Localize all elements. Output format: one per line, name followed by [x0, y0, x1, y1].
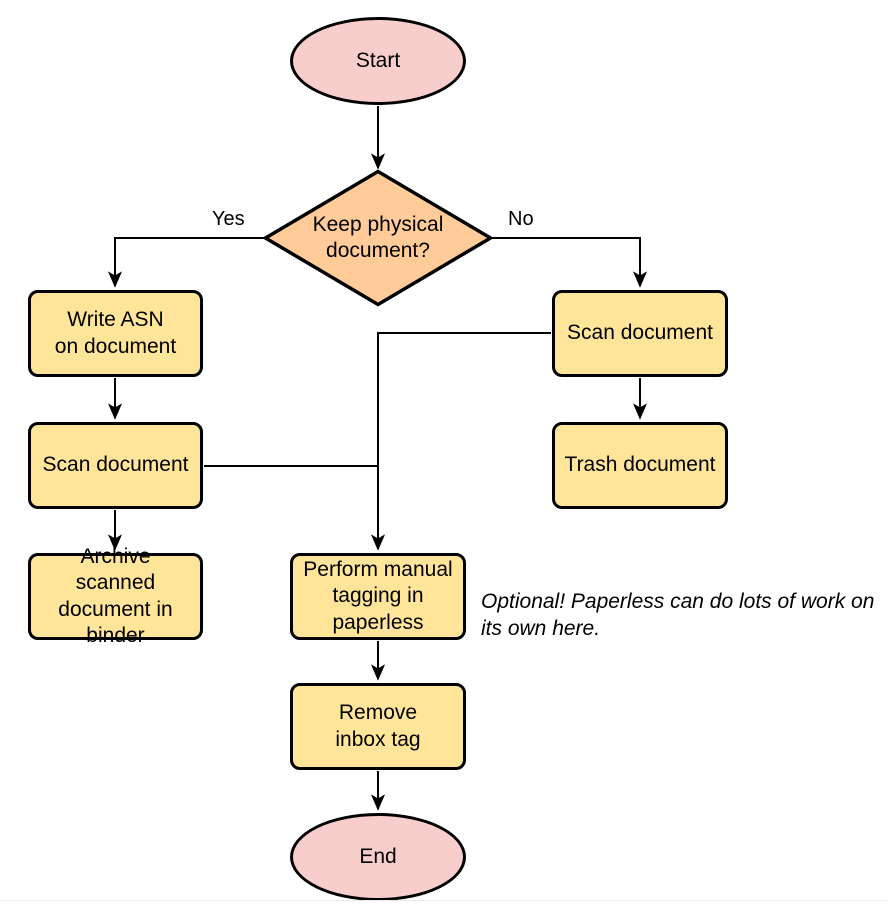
node-start: Start: [290, 17, 466, 105]
node-archive-document-label: Archive scanned document in binder: [58, 545, 173, 647]
node-archive-document: Archive scanned document in binder: [28, 545, 203, 647]
bottom-divider: [0, 900, 888, 901]
node-scan-document-left-label: Scan document: [42, 453, 189, 477]
node-remove-inbox-tag: Remove inbox tag: [290, 683, 466, 770]
edge-decision-no-to-scan-right: [490, 237, 640, 286]
node-scan-document-left: Scan document: [28, 422, 203, 509]
node-perform-manual-tagging: Perform manual tagging in paperless: [290, 553, 466, 640]
decision-diamond-shape: [262, 169, 494, 307]
node-scan-document-right: Scan document: [552, 290, 728, 377]
node-end-label: End: [359, 844, 397, 868]
edge-decision-yes-to-write-asn: [115, 237, 266, 286]
node-remove-inbox-tag-label: Remove inbox tag: [335, 701, 421, 751]
node-decision-label: Keep physical document?: [312, 212, 444, 262]
node-perform-manual-tagging-label: Perform manual tagging in paperless: [303, 558, 453, 634]
node-end: End: [290, 813, 466, 901]
node-start-label: Start: [355, 48, 401, 72]
node-trash-document-label: Trash document: [564, 453, 716, 477]
optional-note: Optional! Paperless can do lots of work …: [481, 590, 875, 641]
edge-scan-right-to-perform: [378, 332, 551, 549]
node-write-asn-label: Write ASN on document: [54, 308, 177, 358]
node-decision: Keep physical document?: [262, 168, 494, 308]
edge-label-no: No: [506, 208, 536, 230]
node-write-asn: Write ASN on document: [28, 290, 203, 377]
node-trash-document: Trash document: [552, 422, 728, 509]
node-scan-document-right-label: Scan document: [567, 321, 713, 345]
edge-label-yes: Yes: [210, 208, 247, 230]
